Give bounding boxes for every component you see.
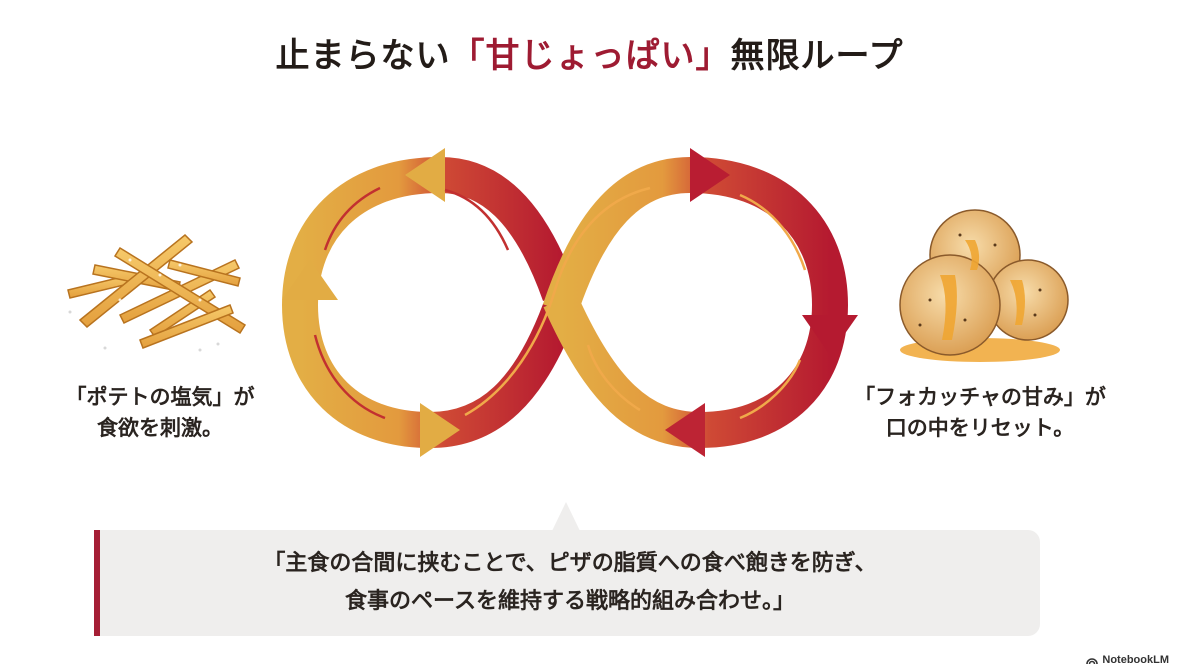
title-suffix: 無限ループ <box>730 36 904 76</box>
focaccia-icon <box>899 209 1069 362</box>
infinity-loop-diagram <box>281 148 858 457</box>
page-title: 止まらない「甘じょっぱい」無限ループ <box>0 28 1179 77</box>
brand-watermark: NotebookLM <box>1086 654 1169 666</box>
quote-line2: 食事のペースを維持する戦略的組み合わせ。」 <box>345 589 795 614</box>
focaccia-caption: 「フォカッチャの甘み」が 口の中をリセット。 <box>820 382 1140 444</box>
quote-callout: 「主食の合間に挟むことで、ピザの脂質への食べ飽きを防ぎ、 食事のペースを維持する… <box>94 530 1040 636</box>
focaccia-caption-line2: 口の中をリセット。 <box>885 416 1075 440</box>
french-fries-icon <box>67 233 247 352</box>
quote-line1: 「主食の合間に挟むことで、ピザの脂質への食べ飽きを防ぎ、 <box>263 551 877 576</box>
fries-caption: 「ポテトの塩気」が 食欲を刺激。 <box>20 382 300 444</box>
focaccia-caption-line1: 「フォカッチャの甘み」が <box>854 385 1106 409</box>
brand-label: NotebookLM <box>1102 654 1169 666</box>
quote-pointer <box>552 502 580 531</box>
fries-caption-line2: 食欲を刺激。 <box>97 416 223 440</box>
title-prefix: 止まらない <box>275 36 451 76</box>
title-highlight: 「甘じょっぱい」 <box>450 36 731 76</box>
fries-caption-line1: 「ポテトの塩気」が <box>65 385 255 409</box>
notebooklm-logo-icon <box>1086 658 1099 665</box>
quote-text: 「主食の合間に挟むことで、ピザの脂質への食べ飽きを防ぎ、 食事のペースを維持する… <box>263 545 876 621</box>
